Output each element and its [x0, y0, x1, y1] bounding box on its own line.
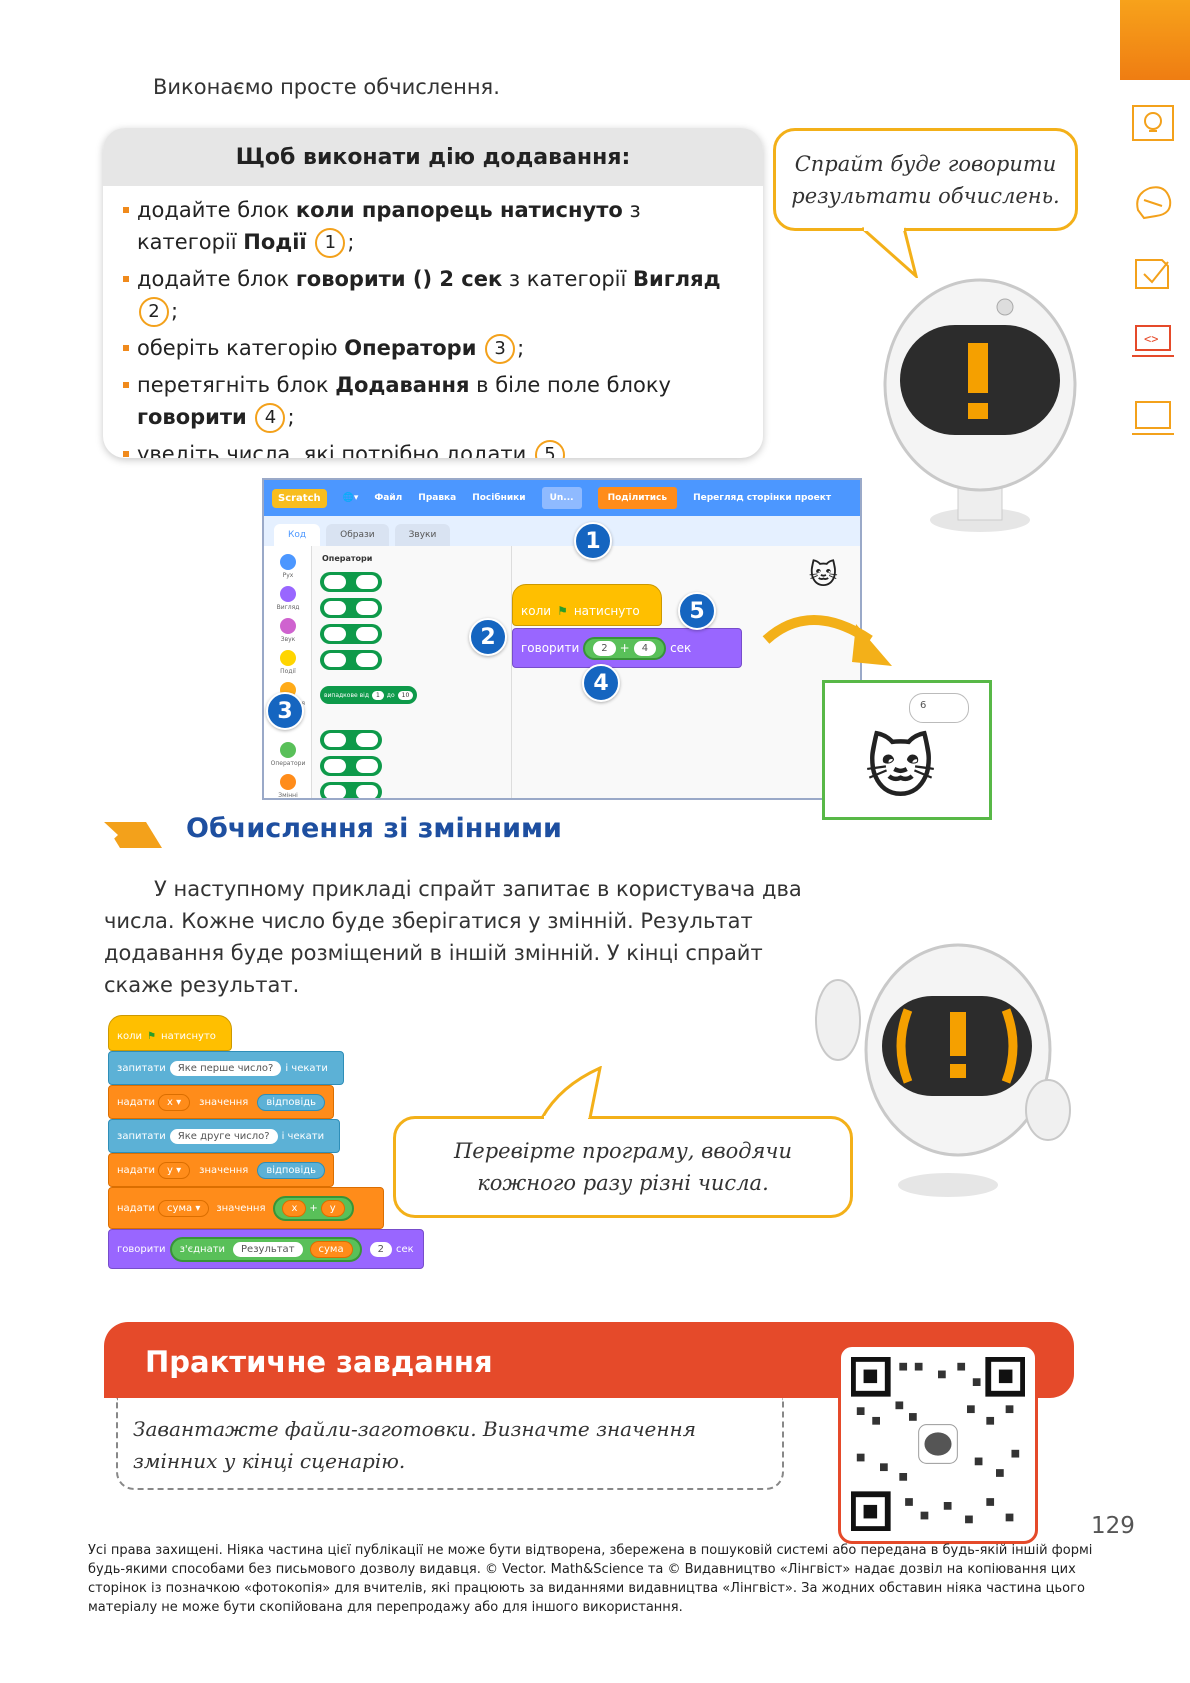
robot-mascot [815, 943, 1071, 1197]
divide-block[interactable] [320, 650, 382, 670]
instruction-list: додайте блок коли прапорець натиснуто з … [103, 186, 763, 458]
step-marker: 2 [469, 618, 507, 656]
step-number: 3 [485, 334, 516, 364]
step-marker: 5 [678, 592, 716, 630]
category-label: Події [280, 668, 296, 675]
category-label: Змінні [278, 792, 298, 799]
step-marker: 1 [574, 522, 612, 560]
category-variables[interactable] [280, 774, 296, 790]
tab-code[interactable]: Код [274, 524, 321, 546]
brain-icon [1130, 180, 1176, 222]
instruction-box: Щоб виконати дію додавання: додайте блок… [103, 128, 763, 458]
greater-block[interactable] [320, 730, 382, 750]
robot-mascot [883, 278, 1077, 532]
practical-title: Практичне завдання [145, 1345, 493, 1379]
when-flag-clicked-block[interactable]: коли ⚑ натиснуто [512, 584, 662, 626]
tab-costumes[interactable]: Образи [326, 524, 389, 546]
add-operator-block[interactable]: х+у [273, 1195, 354, 1221]
sprite-thumbnail: 🐱 [808, 558, 838, 591]
category-label: Рух [282, 572, 294, 579]
qr-code[interactable] [838, 1344, 1038, 1544]
when-flag-clicked-block[interactable]: коли⚑натиснуто [108, 1015, 232, 1051]
category-label: Оператори [270, 760, 306, 767]
project-title-input[interactable]: Un... [541, 487, 582, 509]
arrow [762, 615, 892, 666]
green-flag-icon: ⚑ [147, 1030, 157, 1042]
category-operators[interactable] [280, 742, 296, 758]
scratch-screenshot: Scratch 🌐▾ Файл Правка Посібники Un... П… [262, 478, 862, 800]
sprite-speech: 6 [909, 693, 969, 723]
paragraph: У наступному прикладі спрайт запитає в к… [104, 877, 802, 997]
tab-sounds[interactable]: Звуки [394, 524, 451, 546]
add-block[interactable] [320, 572, 382, 592]
scratch-cat: 🐱 [865, 729, 936, 808]
intro-text: Виконаємо просте обчислення. [153, 75, 500, 99]
step-marker: 3 [266, 692, 304, 730]
puzzle-icon [1130, 252, 1176, 294]
bubble-tail [540, 1066, 602, 1120]
stage-preview: 6 🐱 [822, 680, 992, 820]
corner-tab [1120, 0, 1190, 80]
category-events[interactable] [280, 650, 296, 666]
random-block[interactable]: випадкове від 1 до 10 [320, 686, 418, 704]
speech-bubble: Спрайт буде говорити результати обчислен… [773, 128, 1078, 231]
multiply-block[interactable] [320, 624, 382, 644]
globe-icon[interactable]: 🌐▾ [342, 493, 359, 503]
category-label: Вигляд [276, 604, 300, 611]
practical-box [116, 1398, 784, 1490]
palette-title: Оператори [322, 554, 373, 563]
subtract-block[interactable] [320, 598, 382, 618]
say-for-secs-block[interactable]: говорити 2 + 4 сек [512, 628, 742, 668]
page-number: 129 [1091, 1513, 1135, 1539]
menu-file[interactable]: Файл [374, 493, 403, 503]
menu-tutorials[interactable]: Посібники [472, 493, 526, 503]
section-title: Обчислення зі змінними [186, 813, 562, 844]
code-area: коли ⚑ натиснуто говорити 2 + 4 сек 🐱 [512, 546, 860, 798]
step-number: 5 [534, 440, 565, 458]
list-item: оберіть категорію Оператори 3; [123, 332, 745, 364]
instruction-heading: Щоб виконати дію додавання: [103, 128, 763, 186]
bubble-tail [861, 226, 919, 278]
step-number: 1 [315, 228, 346, 258]
green-flag-icon: ⚑ [557, 604, 568, 618]
category-column: Рух Вигляд Звук Події Керування Оператор… [264, 546, 312, 799]
laptop-icon [1130, 398, 1176, 440]
list-item: уведіть числа, які потрібно додати 5. [123, 438, 745, 458]
practical-text: Завантажте файли-заготовки. Визначте зна… [133, 1417, 696, 1473]
copyright-footer: Усі права захищені. Ніяка частина цієї п… [88, 1543, 1093, 1615]
step-number: 4 [255, 403, 286, 433]
list-item: додайте блок говорити () 2 сек з категор… [123, 263, 745, 327]
share-button[interactable]: Поділитись [597, 487, 678, 509]
category-looks[interactable] [280, 586, 296, 602]
category-sound[interactable] [280, 618, 296, 634]
list-item: перетягніть блок Додавання в біле поле б… [123, 369, 745, 433]
category-label: Звук [280, 636, 296, 643]
speech-bubble: Перевірте програму, вводячи кожного разу… [393, 1116, 853, 1218]
scratch-menu-bar: Scratch 🌐▾ Файл Правка Посібники Un... П… [264, 480, 860, 516]
scratch-logo: Scratch [272, 488, 327, 508]
lightbulb-icon [1130, 103, 1176, 145]
category-motion[interactable] [280, 554, 296, 570]
section-flag-icon [104, 822, 162, 848]
menu-edit[interactable]: Правка [418, 493, 457, 503]
scratch-tabs: Код Образи Звуки [264, 516, 860, 546]
step-marker: 4 [582, 664, 620, 702]
add-operator-block[interactable]: 2 + 4 [583, 636, 667, 660]
equals-block[interactable] [320, 782, 382, 798]
code-laptop-icon: <> [1130, 322, 1176, 364]
see-project-page-button[interactable]: Перегляд сторінки проект [693, 493, 832, 503]
block-palette: Оператори випадкове від 1 до 10 [312, 546, 512, 798]
list-item: додайте блок коли прапорець натиснуто з … [123, 194, 745, 258]
step-number: 2 [139, 297, 169, 327]
less-block[interactable] [320, 756, 382, 776]
svg-text:<>: <> [1144, 332, 1158, 346]
